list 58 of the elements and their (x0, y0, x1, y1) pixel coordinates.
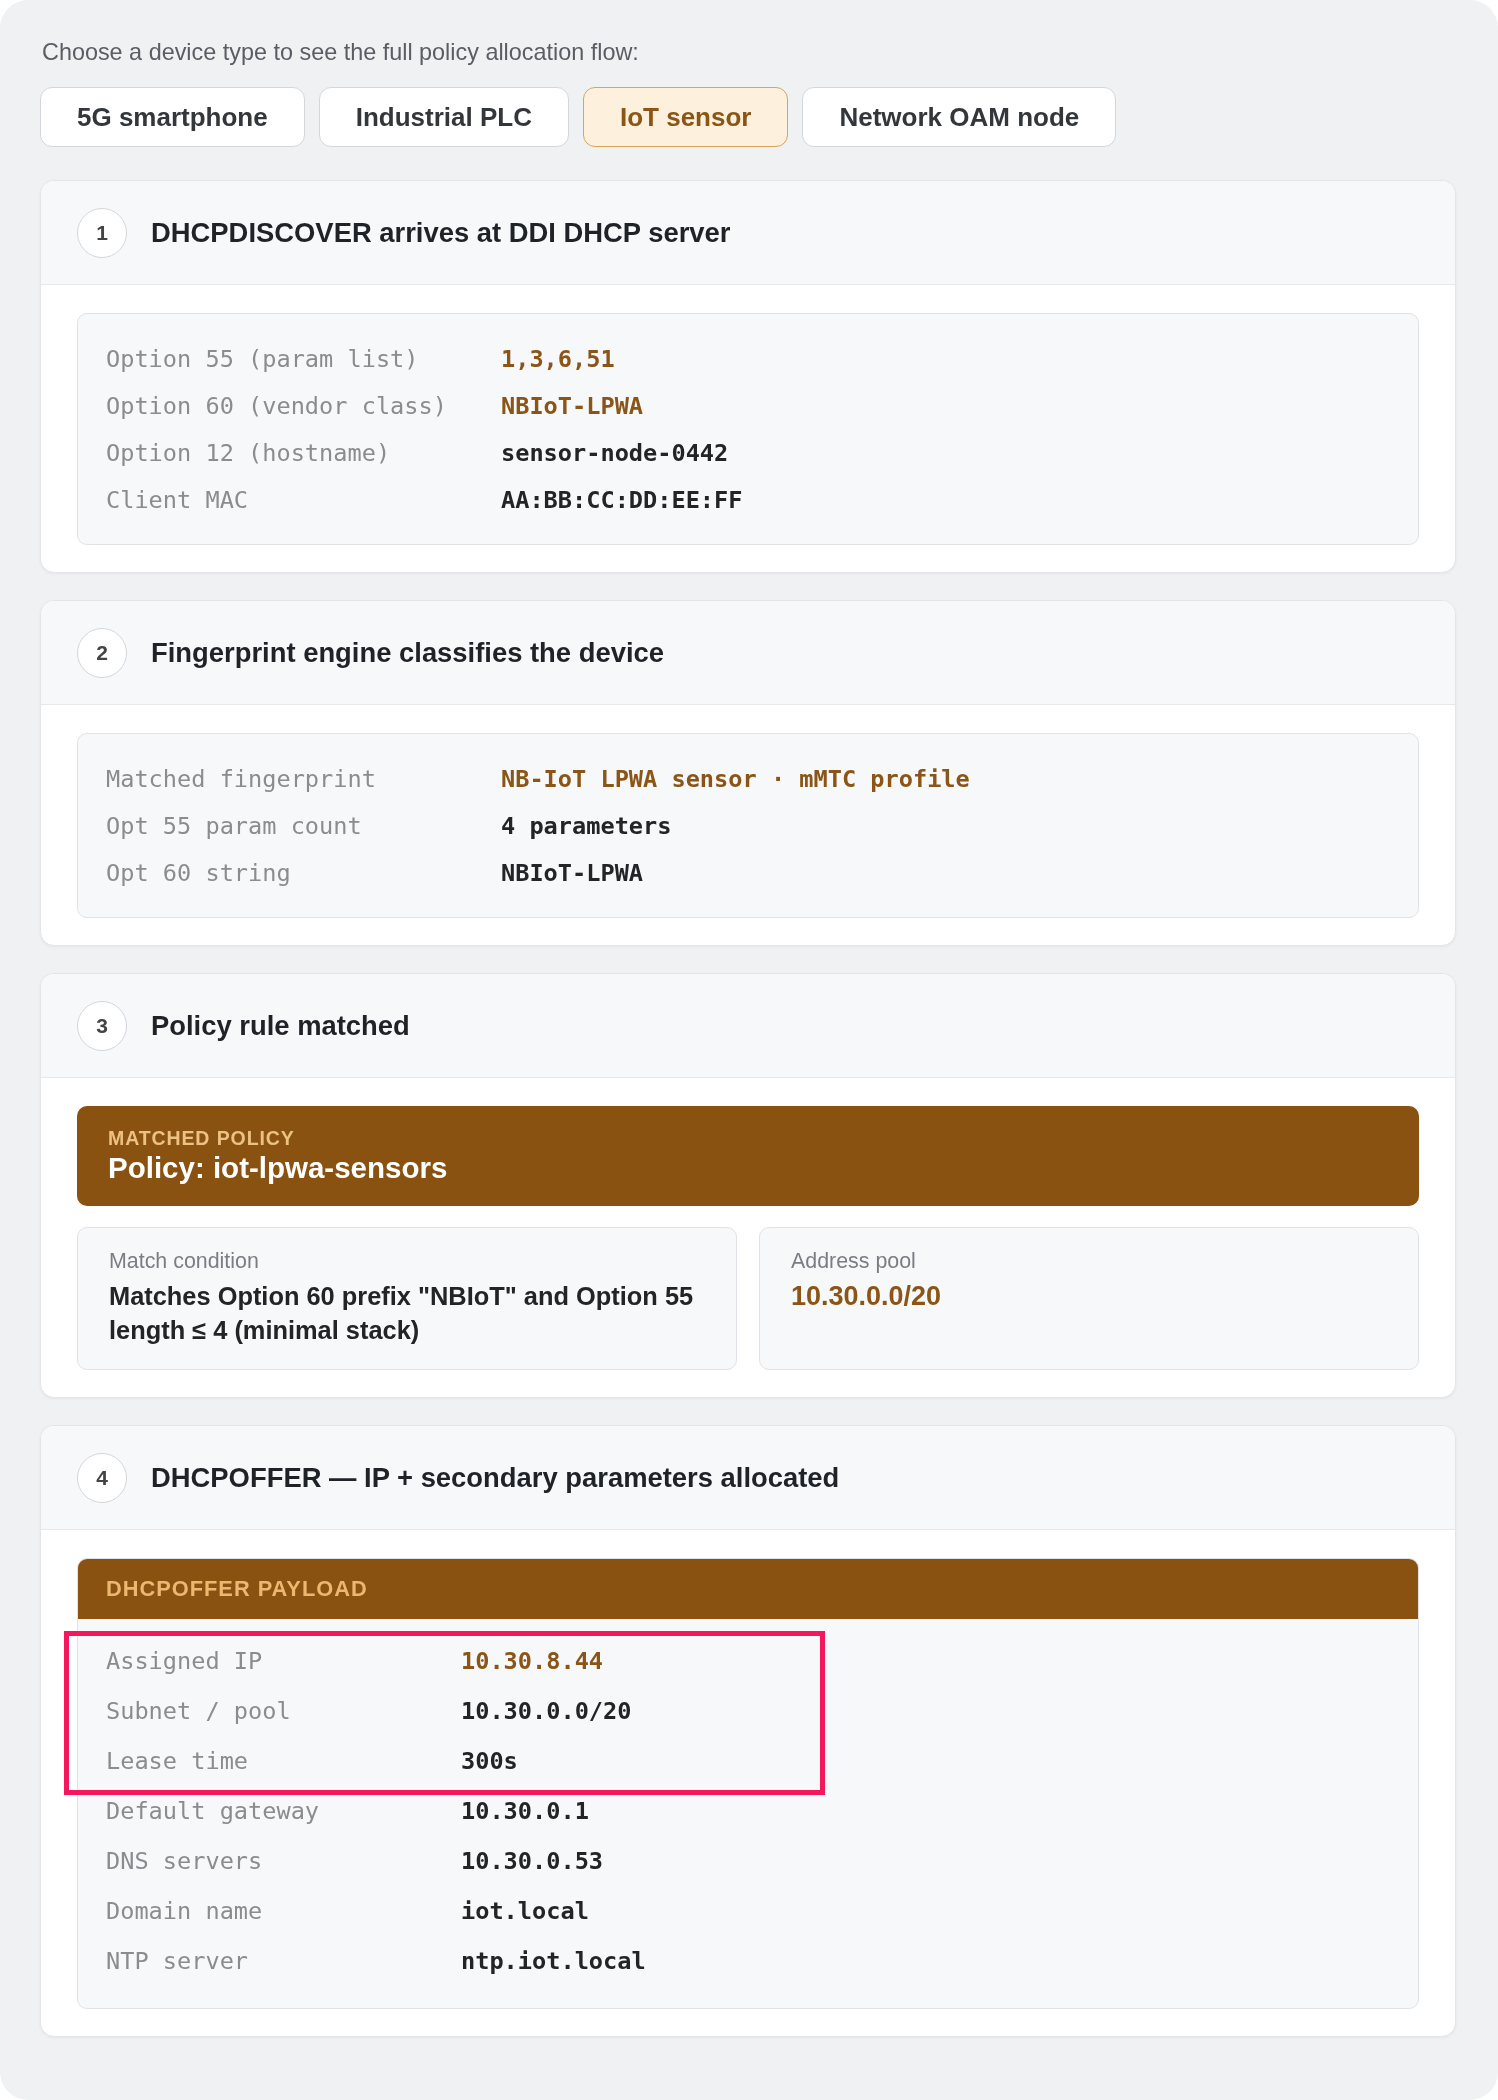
step-card (40, 600, 1456, 946)
field-caption: Match condition (109, 1248, 259, 1275)
step-title: DHCPDISCOVER arrives at DDI DHCP server (151, 216, 731, 249)
device-tab: Network OAM node (802, 87, 1117, 147)
field-value: ntp.iot.local (461, 1947, 646, 1975)
field-label: Assigned IP (106, 1647, 263, 1675)
field-label: Lease time (106, 1747, 249, 1775)
field-label: Opt 55 param count (106, 811, 362, 840)
highlight-frame (64, 1631, 825, 1795)
info-card (759, 1227, 1419, 1370)
device-tab: Industrial PLC (318, 87, 569, 147)
device-tab: IoT sensor (582, 87, 789, 147)
policy-name: Policy: iot-lpwa-sensors (108, 1151, 448, 1185)
field-label: Option 12 (hostname) (106, 438, 391, 467)
field-label: Option 55 (param list) (106, 344, 419, 373)
field-value: 10.30.0.0/20 (791, 1280, 942, 1313)
step-number: 2 (77, 627, 127, 678)
step-number: 4 (77, 1452, 127, 1503)
field-label: DNS servers (106, 1847, 263, 1875)
field-value: NBIoT-LPWA (501, 391, 644, 420)
field-label: Subnet / pool (106, 1697, 291, 1725)
info-card (77, 1227, 737, 1370)
field-label: Client MAC (106, 485, 249, 514)
field-value: iot.local (461, 1897, 589, 1925)
field-value: 10.30.0.0/20 (461, 1697, 632, 1725)
step-card (40, 180, 1456, 573)
field-value: AA:BB:CC:DD:EE:FF (501, 485, 743, 514)
data-panel (77, 313, 1419, 545)
field-label: Default gateway (106, 1797, 320, 1825)
field-value: NB-IoT LPWA sensor · mMTC profile (501, 764, 970, 793)
prompt-text: Choose a device type to see the full policy allocation flow: (42, 38, 639, 67)
field-label: Option 60 (vendor class) (106, 391, 447, 420)
data-panel (77, 733, 1419, 918)
field-value: sensor-node-0442 (501, 438, 729, 467)
section-heading: DHCPOFFER PAYLOAD (106, 1576, 368, 1602)
field-value: 10.30.0.53 (461, 1847, 604, 1875)
field-value: 1,3,6,51 (501, 344, 615, 373)
field-label: Opt 60 string (106, 858, 291, 887)
field-caption: Address pool (791, 1248, 916, 1275)
step-title: Fingerprint engine classifies the device (151, 636, 664, 669)
field-value: 10.30.0.1 (461, 1797, 589, 1825)
step-card (40, 973, 1456, 1398)
policy-banner (77, 1106, 1419, 1206)
step-number: 1 (77, 207, 127, 258)
field-value: 10.30.8.44 (461, 1647, 604, 1675)
step-number: 3 (77, 1000, 127, 1051)
step-title: DHCPOFFER — IP + secondary parameters allocated (151, 1461, 840, 1494)
step-card (40, 1425, 1456, 2037)
banner-caption: MATCHED POLICY (108, 1127, 295, 1149)
step-title: Policy rule matched (151, 1009, 410, 1042)
field-value: 300s (461, 1747, 518, 1775)
field-text: Matches Option 60 prefix "NBIoT" and Option 55 length ≤ 4 (minimal stack) (109, 1281, 695, 1346)
device-tab: 5G smartphone (40, 87, 305, 147)
field-label: Matched fingerprint (106, 764, 376, 793)
field-value: NBIoT-LPWA (501, 858, 644, 887)
field-value: 4 parameters (501, 811, 672, 840)
field-label: Domain name (106, 1897, 263, 1925)
field-label: NTP server (106, 1947, 249, 1975)
